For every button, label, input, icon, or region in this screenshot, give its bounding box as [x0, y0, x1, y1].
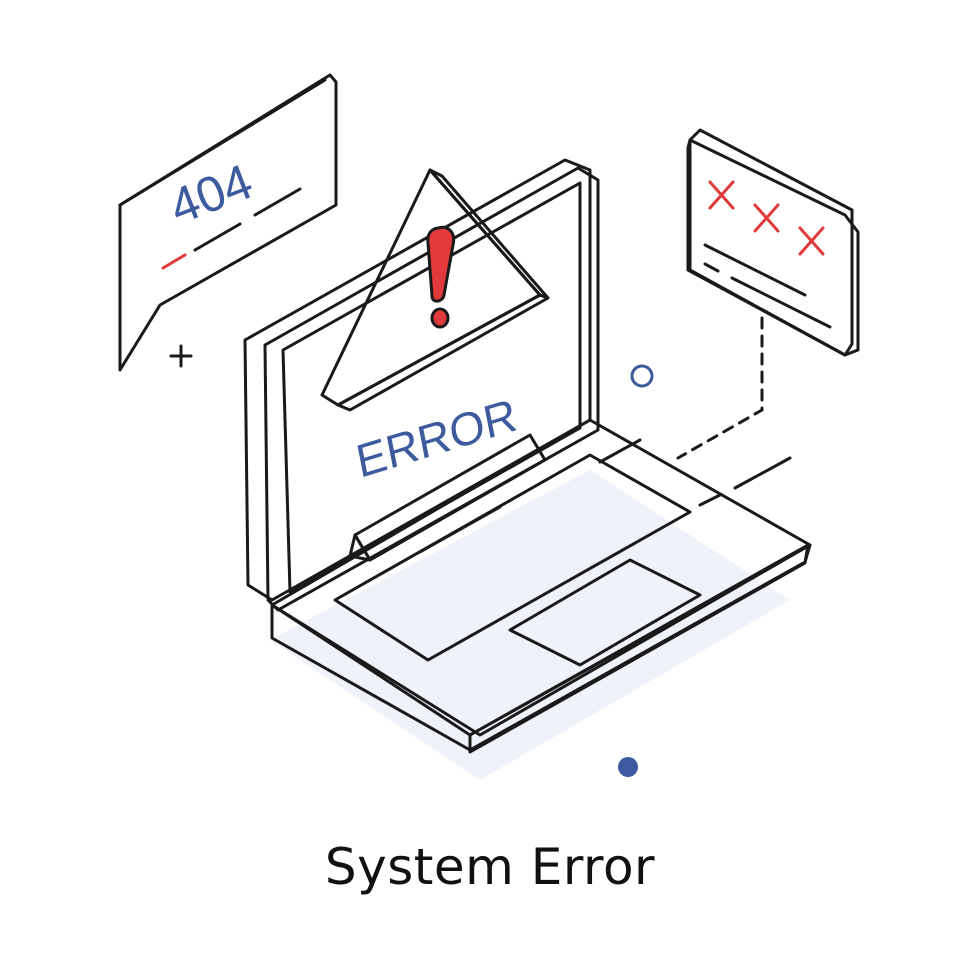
- laptop-shadow: [270, 470, 790, 780]
- warning-triangle-icon: [320, 168, 550, 412]
- lid-frame: [263, 166, 600, 612]
- exclamation-icon: [426, 225, 456, 329]
- minus-red-icon: [161, 253, 187, 270]
- circle-icon: [630, 364, 654, 388]
- base-top: [270, 418, 812, 737]
- base-detail-line: [418, 438, 642, 554]
- dot-icon: [618, 757, 638, 777]
- dashed-connector: [676, 316, 764, 460]
- trackpad: [508, 558, 702, 667]
- laptop-base: [270, 418, 812, 754]
- base-detail-line-2: [698, 456, 792, 507]
- panel-lines: [703, 243, 832, 329]
- screen-panel: [281, 181, 582, 594]
- error-dialog-panel: [686, 128, 860, 357]
- x-mark-icon: [708, 180, 825, 256]
- error-404-bubble: [118, 73, 338, 372]
- bubble-line: [193, 187, 302, 252]
- plus-icon: [169, 344, 193, 368]
- error-code-text: 404: [162, 153, 260, 235]
- keyboard-area: [333, 453, 692, 662]
- caption-title: System Error: [324, 838, 656, 896]
